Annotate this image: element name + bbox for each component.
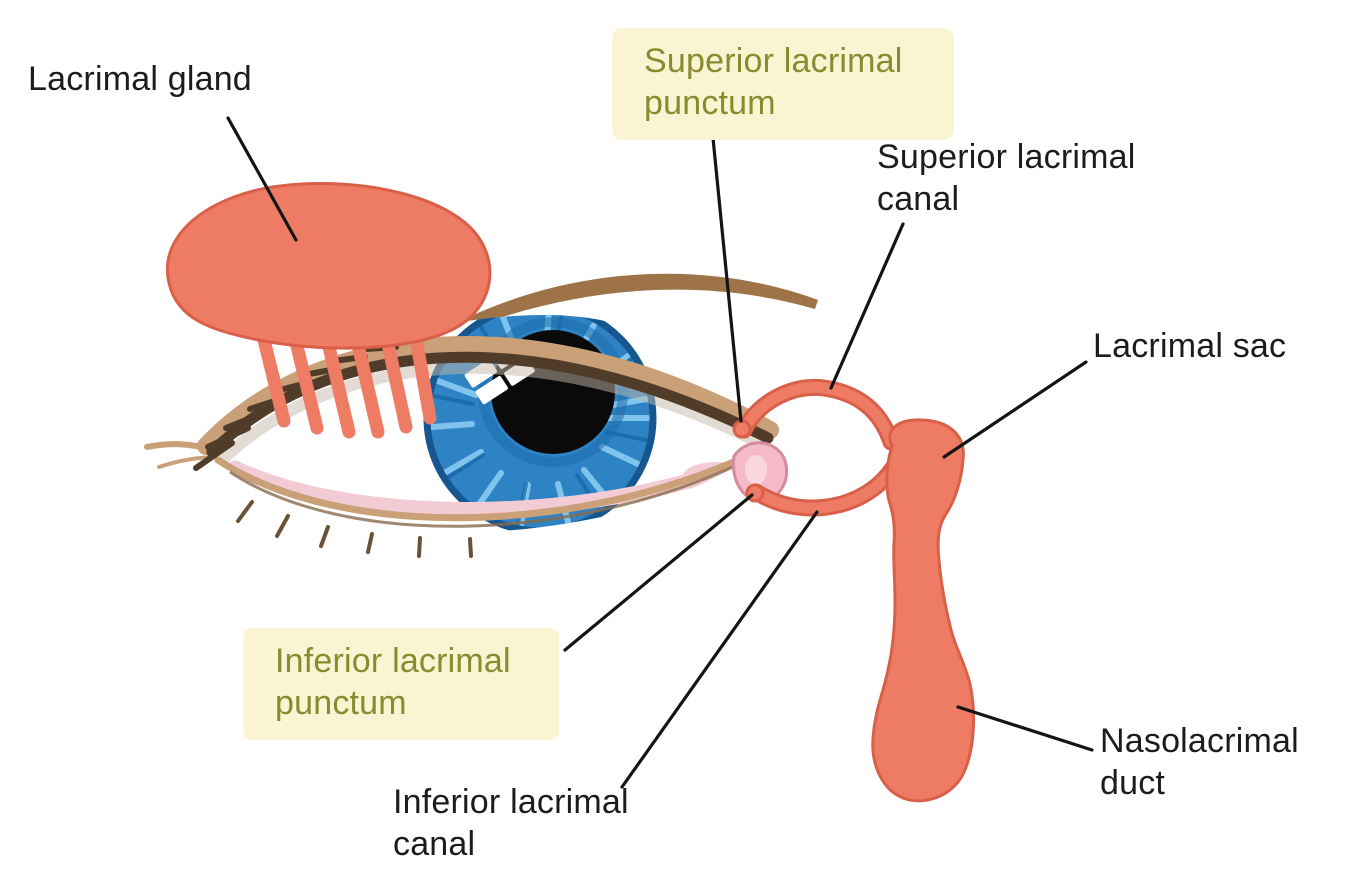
leader-lacrimal-gland bbox=[226, 116, 298, 242]
label-lacrimal-sac: Lacrimal sac bbox=[1093, 327, 1287, 365]
leader-inferior-punctum bbox=[563, 493, 754, 652]
upper-lid-shadow bbox=[217, 361, 765, 465]
caruncle bbox=[731, 441, 789, 503]
label-inferior-lacrimal-punctum-text: Inferior lacrimal punctum bbox=[275, 642, 511, 723]
leader-superior-canal bbox=[829, 222, 905, 390]
leader-superior-punctum bbox=[710, 126, 743, 423]
label-inferior-lacrimal-punctum: Inferior lacrimal punctum bbox=[243, 628, 559, 741]
superior-lacrimal-punctum-shape bbox=[732, 419, 752, 439]
label-superior-lacrimal-punctum: Superior lacrimal punctum bbox=[612, 28, 954, 141]
label-nasolacrimal-duct: Nasolacrimal duct bbox=[1100, 722, 1299, 803]
lower-eyelashes bbox=[236, 500, 473, 558]
lacrimal-gland-shape bbox=[165, 182, 492, 350]
leader-inferior-canal bbox=[620, 510, 819, 789]
leader-nasolacrimal-duct bbox=[956, 705, 1094, 752]
lacrimal-sac-and-nasolacrimal-duct bbox=[871, 418, 976, 803]
upper-lid-crease bbox=[197, 335, 779, 455]
leader-lacrimal-sac bbox=[942, 360, 1088, 459]
lacrimal-sac-shape bbox=[871, 418, 976, 803]
eyebrow bbox=[432, 273, 818, 342]
label-lacrimal-gland: Lacrimal gland bbox=[28, 60, 252, 98]
lower-lid-edge bbox=[214, 446, 764, 522]
label-inferior-lacrimal-canal: Inferior lacrimal canal bbox=[393, 783, 629, 864]
lacrimal-gland-group bbox=[165, 182, 492, 439]
lower-lid-line bbox=[229, 456, 753, 528]
lacrimal-canals bbox=[732, 378, 902, 517]
leader-lines bbox=[226, 116, 1094, 789]
label-superior-lacrimal-punctum-text: Superior lacrimal punctum bbox=[644, 42, 903, 123]
label-superior-lacrimal-canal: Superior lacrimal canal bbox=[877, 138, 1136, 219]
